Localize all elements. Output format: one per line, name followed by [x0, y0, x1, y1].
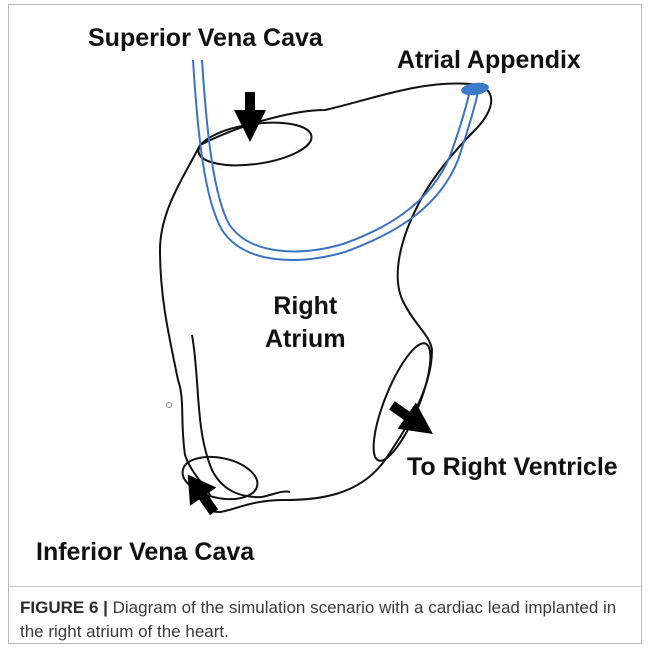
label-right-atrium: Right Atrium [265, 290, 346, 356]
small-marker [167, 403, 172, 408]
caption-divider [8, 586, 642, 587]
label-inferior-vena-cava: Inferior Vena Cava [36, 538, 254, 567]
label-right-atrium-line1: Right [265, 290, 346, 323]
caption-text: Diagram of the simulation scenario with … [20, 598, 616, 641]
caption-label: FIGURE 6 | [20, 598, 108, 617]
rv-arrow-icon [383, 392, 442, 447]
svc-arrow-icon [234, 92, 266, 142]
cardiac-lead-outer [193, 60, 478, 260]
cardiac-lead-inner [202, 60, 470, 251]
tricuspid-ellipse [363, 337, 442, 467]
ivc-tail-line [262, 491, 290, 497]
label-right-atrium-line2: Atrium [265, 323, 346, 356]
label-superior-vena-cava: Superior Vena Cava [88, 24, 323, 53]
label-right-ventricle: To Right Ventricle [407, 453, 618, 482]
figure-caption: FIGURE 6 | Diagram of the simulation sce… [20, 596, 632, 644]
label-atrial-appendix: Atrial Appendix [397, 46, 581, 75]
